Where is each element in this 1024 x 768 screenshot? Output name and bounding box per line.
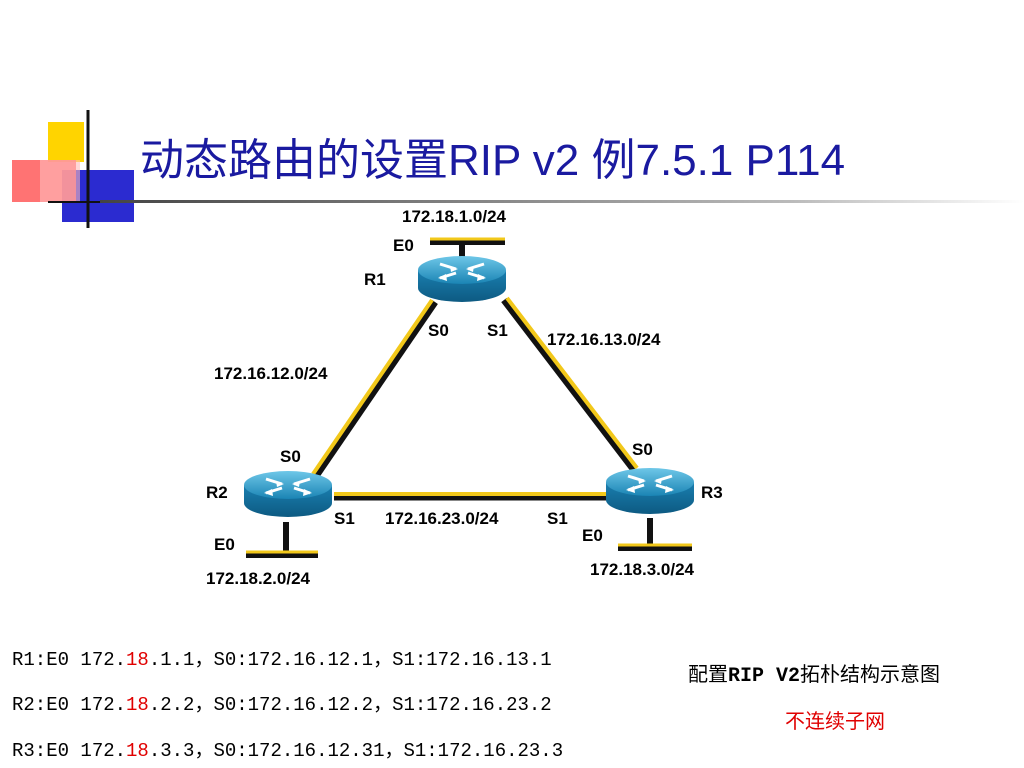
r3-e0-network: 172.18.3.0/24 — [590, 560, 695, 579]
title-underline — [100, 200, 1024, 203]
r1-e0-label: E0 — [393, 236, 414, 255]
config-line-r3: R3:E0 172.18.3.3，S0:172.16.12.31，S1:172.… — [12, 740, 564, 762]
link-r1-r2 — [311, 298, 438, 478]
r3-s0-label: S0 — [632, 440, 653, 459]
r3-e0-label: E0 — [582, 526, 603, 545]
router-r2-name: R2 — [206, 483, 228, 502]
config-line-r2: R2:E0 172.18.2.2，S0:172.16.12.2，S1:172.1… — [12, 694, 552, 716]
network-13-label: 172.16.13.0/24 — [547, 330, 661, 349]
router-icon — [604, 466, 696, 516]
config-line-r1: R1:E0 172.18.1.1，S0:172.16.12.1，S1:172.1… — [12, 649, 552, 671]
title-cjk: 动态路由的设置 — [140, 135, 448, 186]
router-r3-name: R3 — [701, 483, 723, 502]
title-latin: RIP v2 例7.5.1 P114 — [448, 136, 846, 185]
router-icon — [242, 469, 334, 519]
diagram-caption: 配置RIP V2拓朴结构示意图 — [688, 662, 941, 688]
r2-s0-label: S0 — [280, 447, 301, 466]
rip-topology-diagram: 172.18.1.0/24 E0 R1 S0 S1 172.16.13.0/24… — [206, 207, 723, 588]
r1-s0-label: S0 — [428, 321, 449, 340]
r2-e0-network: 172.18.2.0/24 — [206, 569, 311, 588]
network-12-label: 172.16.12.0/24 — [214, 364, 328, 383]
link-r2-r3 — [334, 492, 607, 501]
ethernet-r3 — [618, 518, 692, 551]
page-title: 动态路由的设置RIP v2 例7.5.1 P114 — [140, 124, 845, 188]
router-r1-name: R1 — [364, 270, 386, 289]
network-23-label: 172.16.23.0/24 — [385, 509, 499, 528]
r2-s1-label: S1 — [334, 509, 355, 528]
diagram-subcaption: 不连续子网 — [785, 709, 885, 733]
r1-e0-network: 172.18.1.0/24 — [402, 207, 507, 226]
router-icon — [416, 254, 508, 304]
ethernet-r2 — [246, 522, 318, 558]
r2-e0-label: E0 — [214, 535, 235, 554]
link-r1-r3 — [501, 296, 639, 473]
r1-s1-label: S1 — [487, 321, 508, 340]
r3-s1-label: S1 — [547, 509, 568, 528]
